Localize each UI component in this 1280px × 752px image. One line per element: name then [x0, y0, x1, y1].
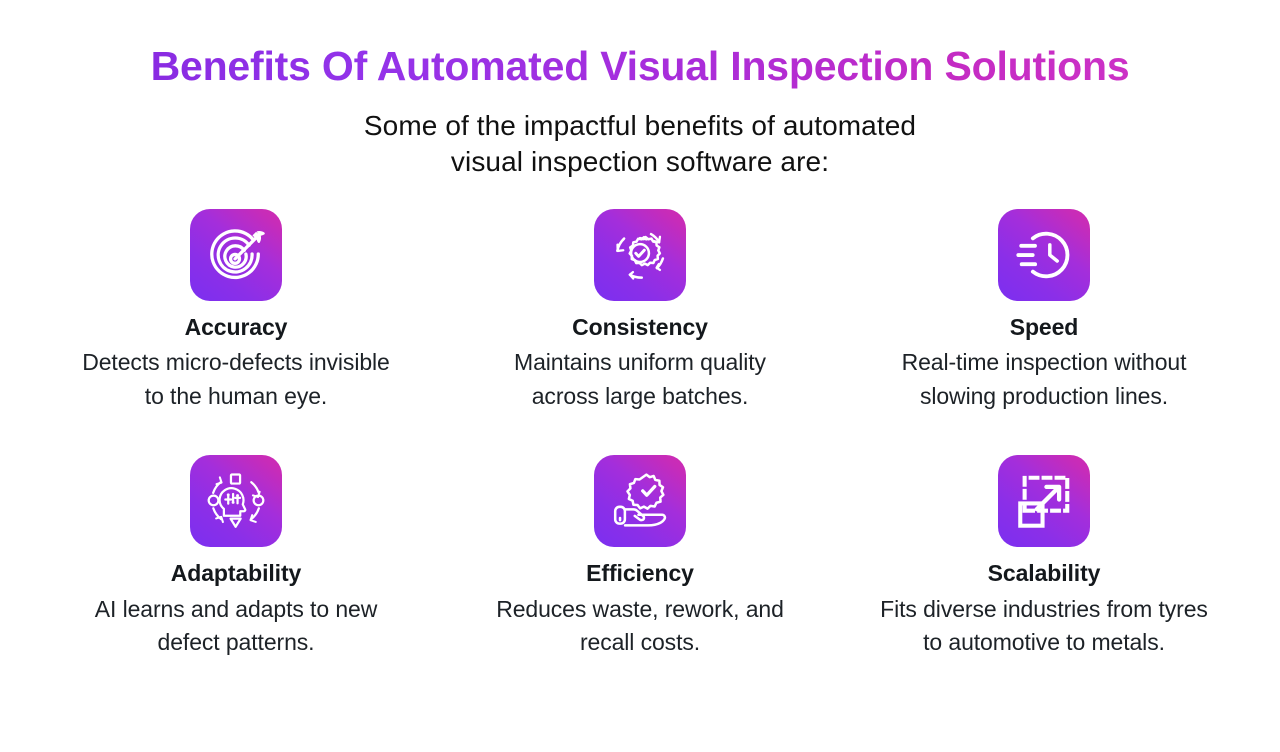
- benefit-icon-tile: [594, 454, 686, 547]
- header: Benefits Of Automated Visual Inspection …: [0, 0, 1280, 181]
- benefit-description: Detects micro-defects invisible to the h…: [82, 349, 390, 409]
- benefit-card-accuracy: Accuracy Detects micro-defects invisible…: [34, 208, 438, 413]
- benefits-grid: Accuracy Detects micro-defects invisible…: [0, 208, 1280, 660]
- benefit-title: Speed: [1009, 313, 1079, 340]
- page-title: Benefits Of Automated Visual Inspection …: [150, 43, 1130, 89]
- benefit-description: Reduces waste, rework, and recall costs.: [496, 595, 784, 655]
- benefit-icon-tile: [190, 454, 282, 547]
- expand-square-arrow-icon: [1013, 470, 1075, 532]
- benefit-title: Scalability: [987, 559, 1101, 586]
- page-subtitle: Some of the impactful benefits of automa…: [0, 108, 1280, 181]
- benefit-card-adaptability: Adaptability AI learns and adapts to new…: [34, 454, 438, 659]
- benefit-card-speed: Speed Real-time inspection without slowi…: [842, 208, 1246, 413]
- benefit-card-consistency: Consistency Maintains uniform quality ac…: [438, 208, 842, 413]
- benefit-card-efficiency: Efficiency Reduces waste, rework, and re…: [438, 454, 842, 659]
- benefit-description: Maintains uniform quality across large b…: [514, 349, 766, 409]
- benefit-description: Real-time inspection without slowing pro…: [901, 349, 1187, 409]
- ai-head-adapt-icon: [205, 470, 267, 532]
- benefit-icon-tile: [998, 208, 1090, 301]
- hand-gear-check-icon: [609, 470, 671, 532]
- benefit-icon-tile: [594, 208, 686, 301]
- subtitle-line-1: Some of the impactful benefits of automa…: [363, 109, 917, 141]
- benefit-title: Accuracy: [184, 313, 288, 340]
- benefit-card-scalability: Scalability Fits diverse industries from…: [842, 454, 1246, 659]
- benefit-title: Consistency: [572, 313, 708, 340]
- clock-speed-lines-icon: [1013, 224, 1075, 286]
- benefit-title: Efficiency: [586, 559, 694, 586]
- benefit-icon-tile: [998, 454, 1090, 547]
- benefit-description: Fits diverse industries from tyres to au…: [880, 595, 1208, 655]
- benefit-title: Adaptability: [170, 559, 302, 586]
- benefit-icon-tile: [190, 208, 282, 301]
- benefit-description: AI learns and adapts to new defect patte…: [94, 595, 378, 655]
- subtitle-line-2: visual inspection software are:: [450, 146, 830, 178]
- gear-check-cycle-icon: [609, 224, 671, 286]
- target-dart-icon: [205, 224, 267, 286]
